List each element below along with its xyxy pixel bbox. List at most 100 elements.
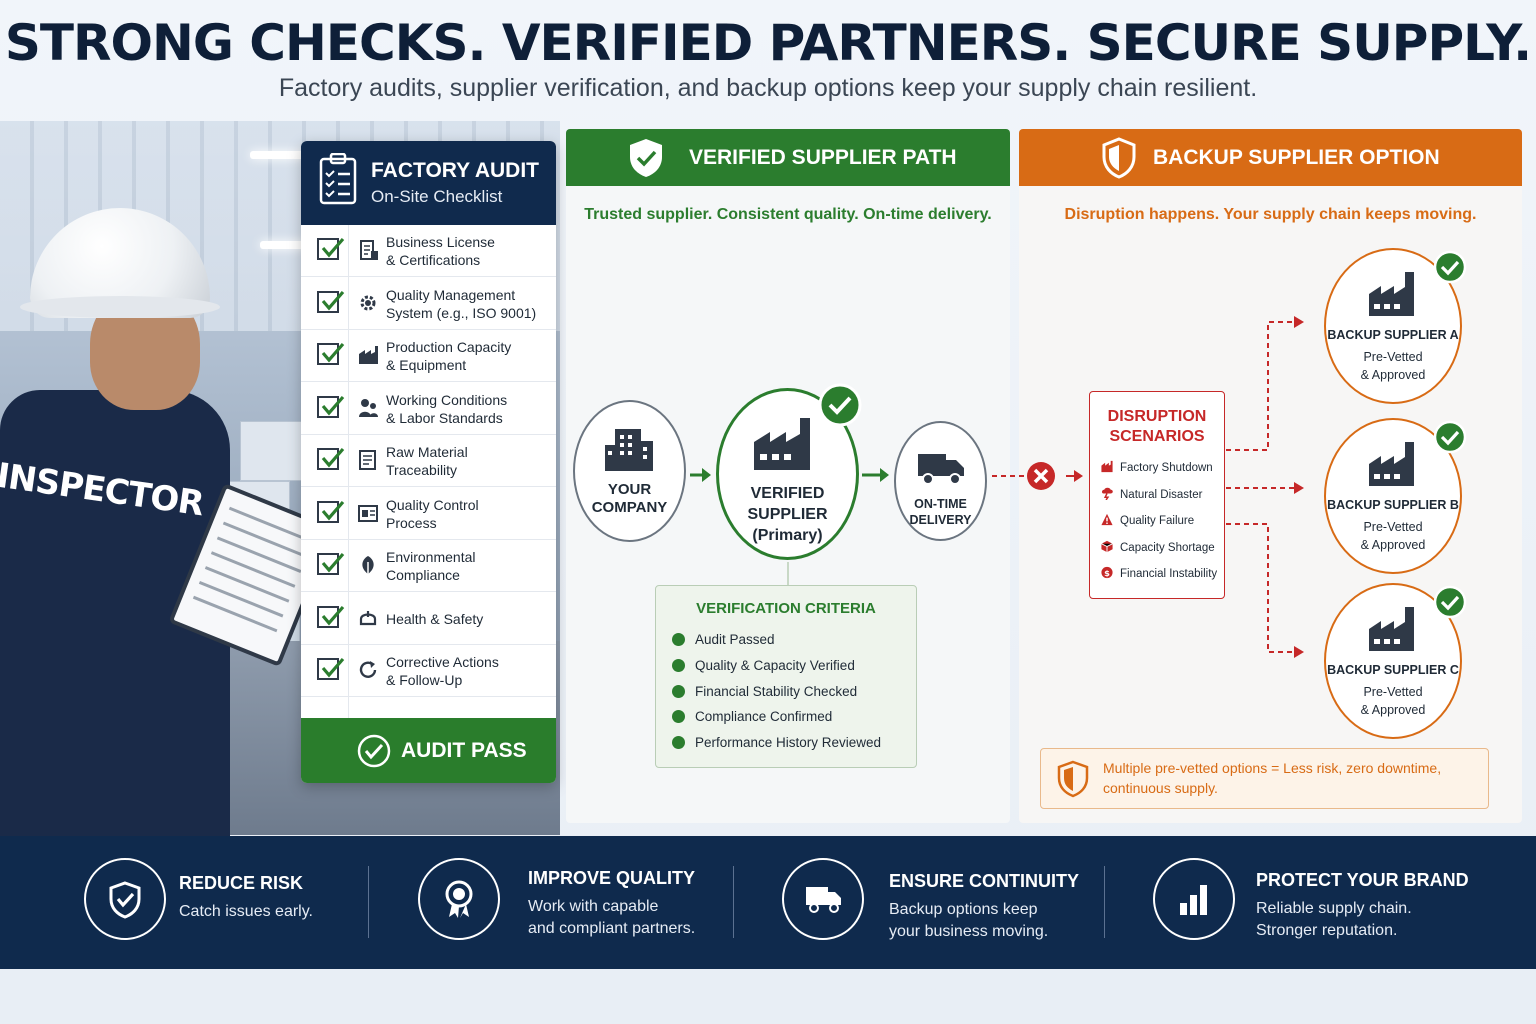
- benefit-description: Work with capable and compliant partners…: [528, 898, 696, 937]
- benefit-title: PROTECT YOUR BRAND: [1256, 870, 1469, 890]
- building-icon: [605, 429, 653, 471]
- award-icon: [445, 880, 473, 918]
- backup-supplier-name: BACKUP SUPPLIER C: [1327, 663, 1459, 677]
- audit-header: FACTORY AUDIT On-Site Checklist: [301, 141, 556, 225]
- factory-icon: [754, 418, 810, 470]
- backup-tagline: Disruption happens. Your supply chain ke…: [1064, 206, 1477, 223]
- audit-checklist-item: Quality Control Process: [301, 488, 556, 540]
- check-circle-icon: [672, 633, 685, 646]
- backup-title: BACKUP SUPPLIER OPTION: [1153, 146, 1440, 169]
- refresh-icon: [359, 661, 377, 678]
- audit-checklist-item: Production Capacity & Equipment: [301, 330, 556, 382]
- shield-icon: [1102, 137, 1136, 179]
- audit-item-label: Raw Material Traceability: [386, 444, 468, 478]
- criteria-item: Financial Stability Checked: [672, 684, 857, 699]
- arrow-right-icon: [862, 468, 889, 482]
- check-circle-icon: [672, 710, 685, 724]
- audit-checklist-item: Raw Material Traceability: [301, 435, 556, 487]
- backup-supplier-node: [1324, 418, 1462, 574]
- backup-supplier-name: BACKUP SUPPLIER B: [1327, 498, 1459, 512]
- benefit-title: REDUCE RISK: [179, 873, 304, 893]
- checkbox-checked-icon: [317, 342, 345, 365]
- backup-supplier-name: BACKUP SUPPLIER A: [1327, 328, 1459, 342]
- check-circle-icon: [672, 736, 685, 750]
- factory-icon: [1369, 272, 1414, 316]
- factory-icon: [1101, 460, 1113, 473]
- criteria-item: Compliance Confirmed: [672, 709, 832, 724]
- bar-chart-icon: [1180, 885, 1207, 915]
- benefit-icon-circle: [1153, 858, 1235, 940]
- benefit-title: IMPROVE QUALITY: [528, 868, 696, 888]
- truck-icon: [918, 454, 964, 485]
- checkbox-checked-icon: [317, 290, 345, 313]
- approved-check-icon: [1433, 420, 1467, 454]
- audit-checklist-item: Environmental Compliance: [301, 540, 556, 592]
- approved-check-icon: [1433, 585, 1467, 619]
- backup-note-box: [1040, 748, 1489, 809]
- audit-item-label: Health & Safety: [386, 610, 484, 627]
- criteria-item: Performance History Reviewed: [672, 735, 881, 750]
- safety-icon: [359, 610, 377, 625]
- checkbox-checked-icon: [317, 447, 345, 470]
- checkbox-checked-icon: [317, 237, 345, 260]
- page-subtitle: Factory audits, supplier verification, a…: [278, 74, 1258, 102]
- criteria-title: VERIFICATION CRITERIA: [696, 600, 876, 617]
- audit-pass-banner: AUDIT PASS: [301, 718, 556, 783]
- approved-check-icon: [1433, 250, 1467, 284]
- criteria-item: Quality & Capacity Verified: [672, 658, 855, 673]
- audit-item-label: Business License & Certifications: [386, 234, 495, 268]
- shield-icon: [1057, 760, 1089, 798]
- check-circle-icon: [357, 734, 391, 768]
- disruption-item: Factory Shutdown: [1100, 460, 1213, 474]
- checkbox-checked-icon: [317, 500, 345, 523]
- checkbox-checked-icon: [317, 552, 345, 575]
- audit-checklist-item: Working Conditions & Labor Standards: [301, 383, 556, 435]
- audit-checklist-item: Quality Management System (e.g., ISO 900…: [301, 278, 556, 330]
- factory-audit-panel: FACTORY AUDIT On-Site Checklist AUDIT PA…: [301, 141, 556, 783]
- backup-supplier-status: Pre-Vetted & Approved: [1360, 685, 1426, 717]
- checkbox-checked-icon: [317, 395, 345, 418]
- benefit-description: Catch issues early.: [179, 903, 313, 920]
- verification-criteria-box: [655, 585, 917, 768]
- document-icon: [360, 240, 378, 260]
- checkbox-checked-icon: [317, 605, 345, 628]
- audit-pass-label: AUDIT PASS: [401, 739, 527, 762]
- on-time-delivery-node: [894, 421, 987, 541]
- benefit-icon-circle: [84, 858, 166, 940]
- benefit-icon-circle: [418, 858, 500, 940]
- criteria-item: Audit Passed: [672, 632, 775, 647]
- disruption-flow-lines: [992, 316, 1304, 658]
- factory-icon: [1369, 607, 1414, 651]
- backup-supplier-status: Pre-Vetted & Approved: [1360, 350, 1426, 382]
- audit-item-label: Corrective Actions & Follow-Up: [386, 654, 499, 688]
- disruption-item: Capacity Shortage: [1100, 540, 1215, 554]
- check-circle-icon: [672, 684, 685, 698]
- leaf-icon: [362, 556, 374, 575]
- benefit-description: Backup options keep your business moving…: [889, 901, 1049, 940]
- page-title: STRONG CHECKS. VERIFIED PARTNERS. SECURE…: [4, 14, 1532, 72]
- audit-checklist-item: Corrective Actions & Follow-Up: [301, 645, 556, 697]
- benefit-icon-circle: [782, 858, 864, 940]
- backup-note: Multiple pre-vetted options = Less risk,…: [1103, 760, 1442, 796]
- verified-supplier-label: VERIFIED SUPPLIER (Primary): [747, 485, 828, 544]
- audit-item-label: Production Capacity & Equipment: [386, 339, 512, 373]
- storm-icon: [1101, 487, 1113, 500]
- box-icon: [1101, 540, 1113, 552]
- benefits-footer: [0, 836, 1536, 969]
- arrow-right-icon: [690, 468, 711, 482]
- dollar-icon: $: [1101, 566, 1113, 579]
- benefit-title: ENSURE CONTINUITY: [889, 871, 1080, 891]
- audit-title: FACTORY AUDIT: [371, 159, 540, 182]
- verified-check-badge-icon: [818, 383, 862, 427]
- benefit-description: Reliable supply chain. Stronger reputati…: [1256, 900, 1412, 939]
- verified-title: VERIFIED SUPPLIER PATH: [689, 146, 957, 169]
- check-circle-icon: [672, 658, 685, 672]
- backup-supplier-status: Pre-Vetted & Approved: [1360, 520, 1426, 552]
- truck-icon: [806, 887, 841, 913]
- audit-checklist-item: Business License & Certifications: [301, 225, 556, 277]
- audit-item-label: Quality Management System (e.g., ISO 900…: [386, 286, 537, 321]
- audit-checklist-item: Health & Safety: [301, 593, 556, 645]
- shield-check-icon: [109, 881, 141, 919]
- audit-item-label: Environmental Compliance: [386, 549, 476, 583]
- warning-icon: [1101, 513, 1113, 526]
